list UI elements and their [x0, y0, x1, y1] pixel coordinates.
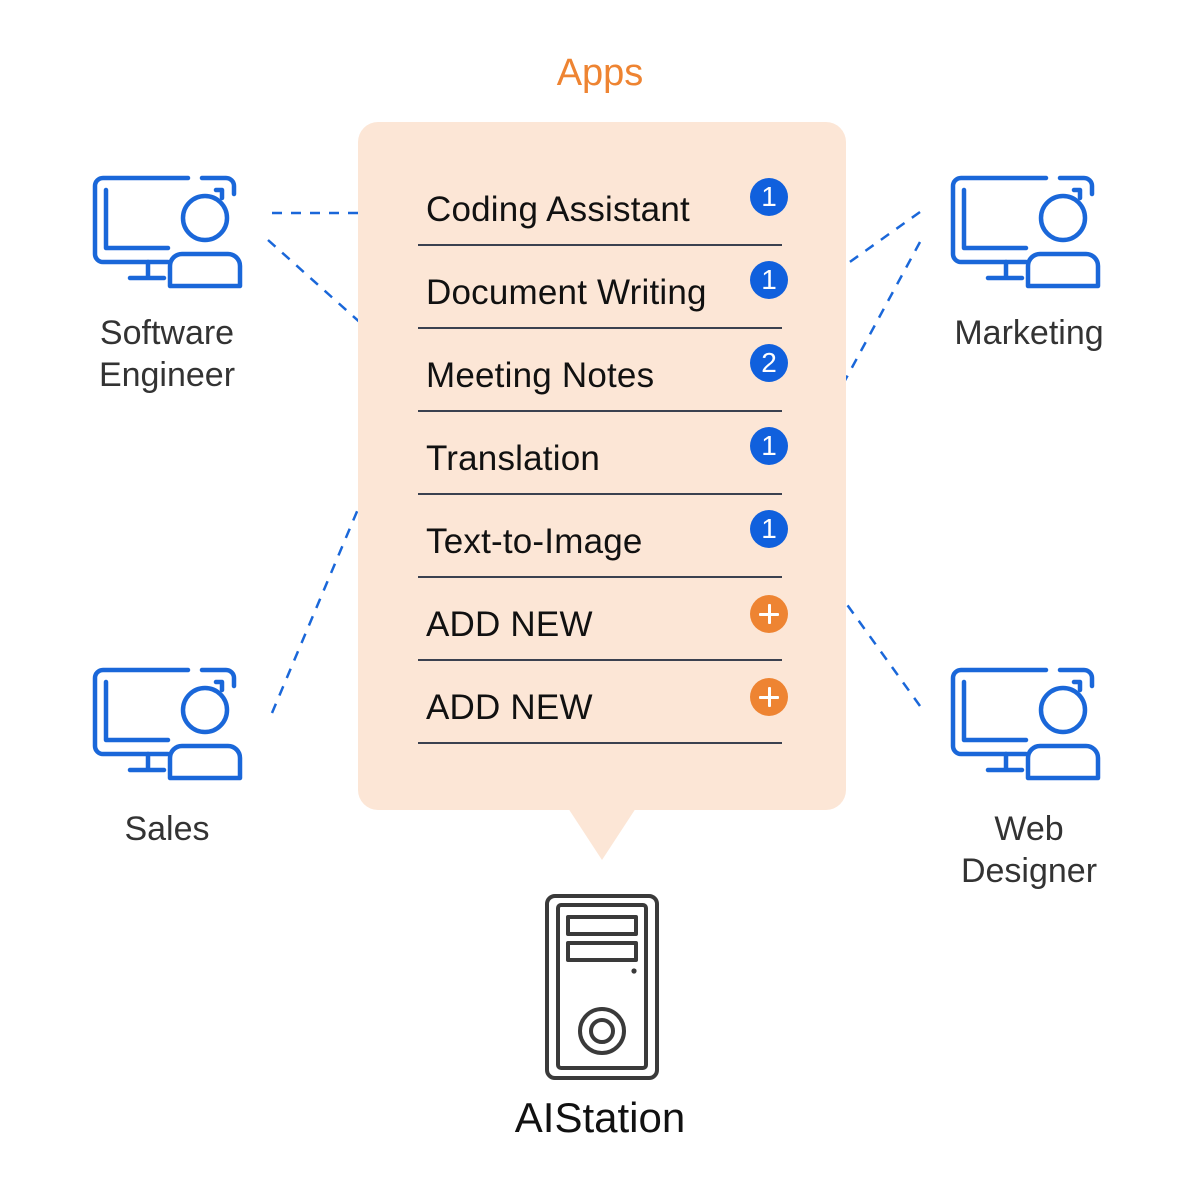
user-count-badge: 1	[750, 261, 788, 299]
add-new-label: ADD NEW	[426, 605, 593, 644]
role-label-line: Designer	[960, 852, 1098, 890]
role-label-sales: Sales	[124, 810, 210, 848]
user-count-badge: 1	[750, 510, 788, 548]
user-count-badge: 1	[750, 178, 788, 216]
apps-panel-pointer	[568, 808, 636, 860]
apps-title: Apps	[556, 52, 644, 94]
role-label-line: Engineer	[98, 356, 236, 394]
role-label-software-engineer: Software Engineer	[47, 312, 287, 396]
add-new-label: ADD NEW	[426, 688, 593, 727]
role-label-line: Web	[994, 810, 1064, 848]
app-label: Meeting Notes	[426, 356, 655, 395]
connector-web-designer-text-to-image	[800, 540, 922, 707]
app-row-meeting-notes[interactable]: Meeting Notes 2	[418, 330, 788, 412]
app-row-coding-assistant[interactable]: Coding Assistant 1	[418, 164, 788, 246]
app-row-add-new[interactable]: ADD NEW	[418, 662, 788, 744]
app-label: Translation	[426, 439, 601, 478]
server-label: AIStation	[514, 1094, 686, 1141]
app-label: Document Writing	[426, 273, 707, 312]
plus-icon[interactable]	[750, 595, 788, 633]
app-row-add-new[interactable]: ADD NEW	[418, 579, 788, 661]
role-label-marketing: Marketing	[954, 314, 1104, 352]
user-count-badge: 1	[750, 427, 788, 465]
connector-marketing-translation	[802, 241, 922, 458]
role-label-web-designer: Web Designer	[909, 808, 1149, 892]
app-row-translation[interactable]: Translation 1	[418, 413, 788, 495]
user-computer-icon	[92, 667, 243, 781]
app-label: Text-to-Image	[426, 522, 643, 561]
app-row-text-to-image[interactable]: Text-to-Image 1	[418, 496, 788, 578]
server-tower-icon	[545, 894, 659, 1080]
user-computer-icon	[950, 175, 1101, 289]
user-computer-icon	[92, 175, 243, 289]
app-label: Coding Assistant	[426, 190, 690, 229]
role-label-line: Software	[99, 314, 235, 352]
plus-icon[interactable]	[750, 678, 788, 716]
user-count-badge: 2	[750, 344, 788, 382]
app-row-document-writing[interactable]: Document Writing 1	[418, 247, 788, 329]
user-computer-icon	[950, 667, 1101, 781]
